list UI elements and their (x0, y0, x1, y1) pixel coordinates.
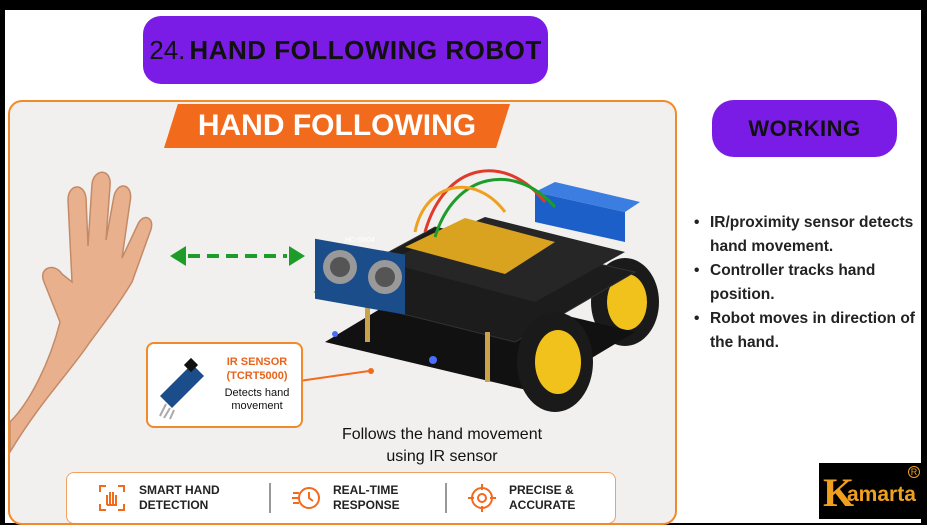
title-number: 24. (149, 34, 186, 65)
feature-label-line2: RESPONSE (333, 498, 400, 512)
divider (445, 483, 447, 513)
ir-sensor-description: Detects hand movement (224, 387, 290, 412)
feature-smart-hand: SMART HAND DETECTION (97, 481, 229, 515)
feature-bar: SMART HAND DETECTION REAL-TIME RESPONSE (66, 472, 616, 523)
illustration-banner: HAND FOLLOWING (164, 104, 510, 148)
ir-sensor-model: (TCRT5000) (226, 370, 288, 382)
feature-precise: PRECISE & ACCURATE (467, 481, 599, 515)
hand-scan-icon (99, 485, 125, 511)
target-crosshair-icon (468, 484, 496, 512)
clock-speed-icon (292, 487, 320, 509)
ir-sensor-callout: IR SENSOR (TCRT5000) Detects hand moveme… (146, 342, 303, 428)
list-item: IR/proximity sensor detects hand movemen… (694, 211, 924, 259)
caption-line-2: using IR sensor (386, 448, 498, 465)
list-item: Robot moves in direction of the hand. (694, 307, 924, 355)
divider (269, 483, 271, 513)
illustration-card: HAND FOLLOWING HC-S (8, 100, 677, 525)
pointer-line (299, 368, 374, 382)
ultrasonic-label: HC-SR04 (345, 237, 375, 244)
kamarta-logo: K amarta R (819, 463, 921, 519)
page-title: HAND FOLLOWING ROBOT (189, 34, 542, 65)
feature-label-line1: REAL-TIME (333, 483, 399, 497)
caption: Follows the hand movement using IR senso… (322, 424, 562, 468)
double-arrow-icon (170, 246, 305, 266)
logo-text: amarta (847, 483, 916, 506)
feature-label-line2: DETECTION (139, 498, 209, 512)
feature-real-time: REAL-TIME RESPONSE (291, 481, 423, 515)
feature-label-line1: SMART HAND (139, 483, 220, 497)
working-list: IR/proximity sensor detects hand movemen… (694, 211, 924, 355)
robot-car-illustration: HC-SR04 (313, 169, 659, 412)
ir-sensor-title: IR SENSOR (226, 356, 288, 368)
caption-line-1: Follows the hand movement (341, 426, 543, 443)
hand-icon (10, 171, 153, 454)
feature-label-line2: ACCURATE (509, 498, 576, 512)
registered-mark: R (908, 466, 920, 478)
feature-label-line1: PRECISE & (509, 483, 574, 497)
ir-sensor-icon (159, 357, 204, 420)
title-pill: 24. HAND FOLLOWING ROBOT (143, 16, 548, 84)
list-item: Controller tracks hand position. (694, 259, 924, 307)
logo-initial: K (823, 470, 855, 515)
working-heading: WORKING (712, 100, 897, 157)
